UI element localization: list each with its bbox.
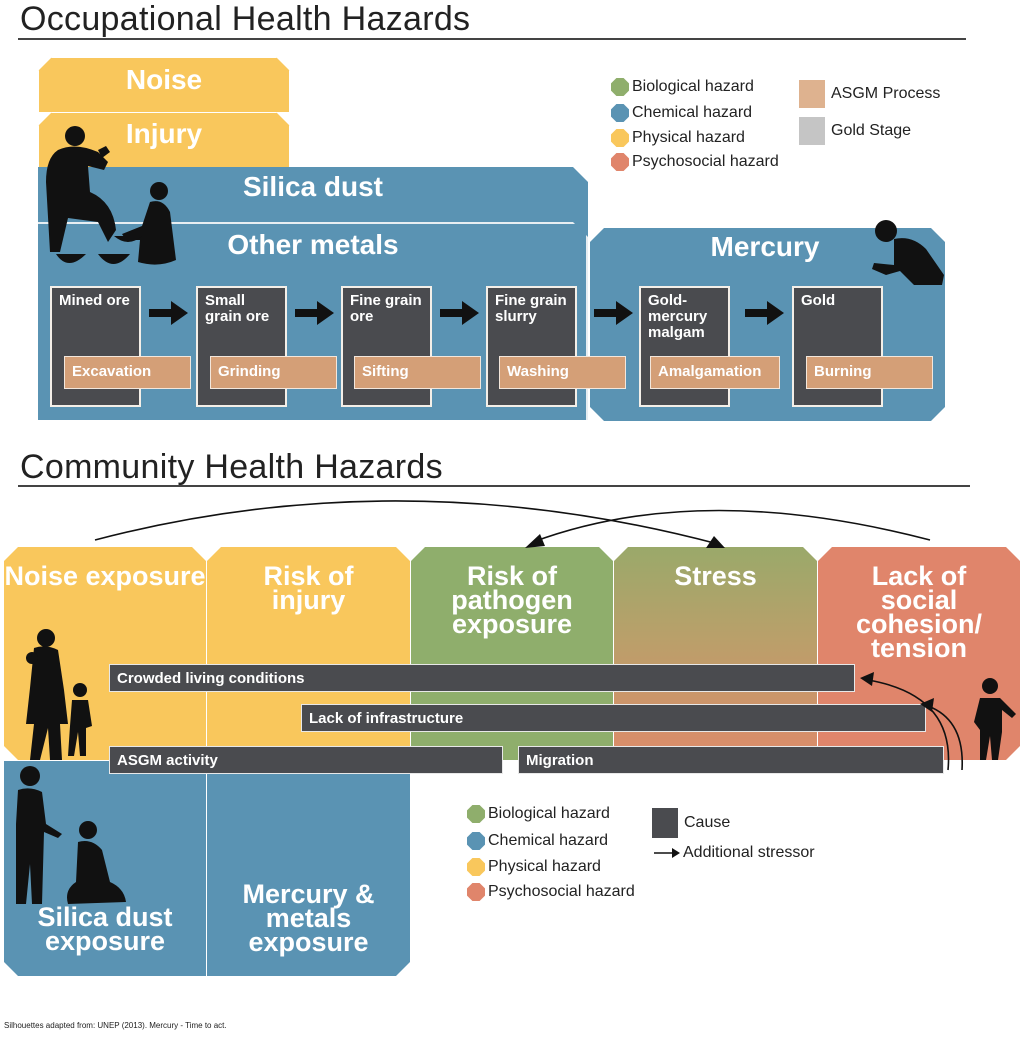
stage-label: Fine grain slurry <box>495 292 567 325</box>
stage-label: Small grain ore <box>205 292 270 325</box>
noise-band-label: Noise <box>125 64 203 95</box>
community-legend-physical: Physical hazard <box>467 858 601 876</box>
arc-noise-to-stress <box>94 500 719 545</box>
legend-label: Psychosocial hazard <box>632 153 779 170</box>
process-amalgamation: Amalgamation <box>650 356 780 389</box>
arrow-right-icon <box>295 301 334 325</box>
arc-arrowhead <box>920 698 934 712</box>
legend-label: Gold Stage <box>831 122 912 139</box>
physical-hazard-icon <box>467 858 485 876</box>
injury-band-label: Injury <box>125 118 203 149</box>
legend-label: Additional stressor <box>683 844 815 861</box>
noise-exposure-label: Noise exposure <box>4 561 206 591</box>
cause-crowded-living: Crowded living conditions <box>109 664 855 692</box>
legend-asgm: ASGM Process <box>799 80 940 108</box>
community-legend-cause: Cause <box>652 808 730 838</box>
legend-label: Biological hazard <box>632 78 754 95</box>
mercury-exposure-label: Mercury & metals exposure <box>242 879 375 957</box>
silica-exposure-label: Silica dust exposure <box>37 902 173 956</box>
arrow-right-icon <box>594 301 633 325</box>
biological-hazard-icon <box>611 78 629 96</box>
legend-gold-stage: Gold Stage <box>799 117 911 145</box>
legend-label: Physical hazard <box>488 858 601 875</box>
gold-stage-swatch <box>799 117 825 145</box>
legend-label: Chemical hazard <box>488 832 609 849</box>
process-washing: Washing <box>499 356 626 389</box>
risk-of-injury-label: Risk of injury <box>263 561 354 615</box>
noise-band <box>38 57 290 113</box>
process-excavation: Excavation <box>64 356 191 389</box>
additional-stressor-arcs <box>94 500 963 771</box>
process-grinding: Grinding <box>210 356 337 389</box>
psychosocial-hazard-icon <box>611 153 629 171</box>
chemical-hazard-icon <box>611 104 629 122</box>
adults-silhouette-icon <box>16 766 126 904</box>
cause-migration: Migration <box>518 746 944 774</box>
occupational-rule <box>18 38 966 40</box>
pathogen-label: Risk of pathogen exposure <box>451 561 573 639</box>
legend-label: Chemical hazard <box>632 104 753 121</box>
community-legend-stressor: Additional stressor <box>654 844 815 862</box>
stage-label: Fine grain ore <box>350 292 422 325</box>
stress-label: Stress <box>674 561 757 591</box>
family-silhouette-icon <box>26 629 92 760</box>
child-silhouette-icon <box>974 678 1016 760</box>
worker-silhouette-icon <box>872 220 944 285</box>
cause-asgm-activity: ASGM activity <box>109 746 503 774</box>
community-legend-psychosocial: Psychosocial hazard <box>467 883 635 901</box>
process-sifting: Sifting <box>354 356 481 389</box>
legend-label: Cause <box>684 814 731 831</box>
biological-hazard-icon <box>467 805 485 823</box>
arc-arrowhead <box>860 672 874 686</box>
process-burning: Burning <box>806 356 933 389</box>
legend-psychosocial: Psychosocial hazard <box>611 153 779 171</box>
physical-hazard-icon <box>611 129 629 147</box>
legend-label: Physical hazard <box>632 129 745 146</box>
cause-swatch <box>652 808 678 838</box>
stage-label: Mined ore <box>59 292 130 309</box>
arc-arrowhead <box>706 536 725 548</box>
footer-citation: Silhouettes adapted from: UNEP (2013). M… <box>4 1021 227 1030</box>
legend-label: ASGM Process <box>831 85 941 102</box>
silica-band-label: Silica dust <box>242 171 384 202</box>
chemical-hazard-icon <box>467 832 485 850</box>
community-title: Community Health Hazards <box>20 448 443 486</box>
legend-label: Psychosocial hazard <box>488 883 635 900</box>
arc-migration-to-infrastructure <box>927 705 963 771</box>
legend-label: Biological hazard <box>488 805 610 822</box>
stage-label: Gold <box>801 292 836 309</box>
mercury-exposure-tile <box>207 761 410 976</box>
legend-physical: Physical hazard <box>611 129 745 147</box>
stage-label: Gold-mercury malgam <box>648 292 708 341</box>
cohesion-label: Lack of social cohesion/ tension <box>855 561 983 663</box>
arrow-right-icon <box>149 301 188 325</box>
person-silhouette-icon <box>46 126 176 265</box>
occupational-title: Occupational Health Hazards <box>20 0 471 38</box>
community-legend-chemical: Chemical hazard <box>467 832 608 850</box>
arc-cohesion-to-pathogen <box>532 509 931 543</box>
psychosocial-hazard-icon <box>467 883 485 901</box>
arc-migration-to-crowded <box>867 679 950 771</box>
arrow-right-icon <box>440 301 479 325</box>
arc-arrowhead <box>525 534 545 548</box>
cause-lack-of-infrastructure: Lack of infrastructure <box>301 704 926 732</box>
legend-biological: Biological hazard <box>611 78 754 96</box>
asgm-process-swatch <box>799 80 825 108</box>
metals-band-label: Other metals <box>227 229 399 260</box>
community-rule <box>18 485 970 487</box>
arrow-right-icon <box>745 301 784 325</box>
legend-chemical: Chemical hazard <box>611 104 752 122</box>
mercury-band-label: Mercury <box>710 231 820 262</box>
community-legend-biological: Biological hazard <box>467 805 610 823</box>
arrow-right-icon <box>654 848 680 858</box>
